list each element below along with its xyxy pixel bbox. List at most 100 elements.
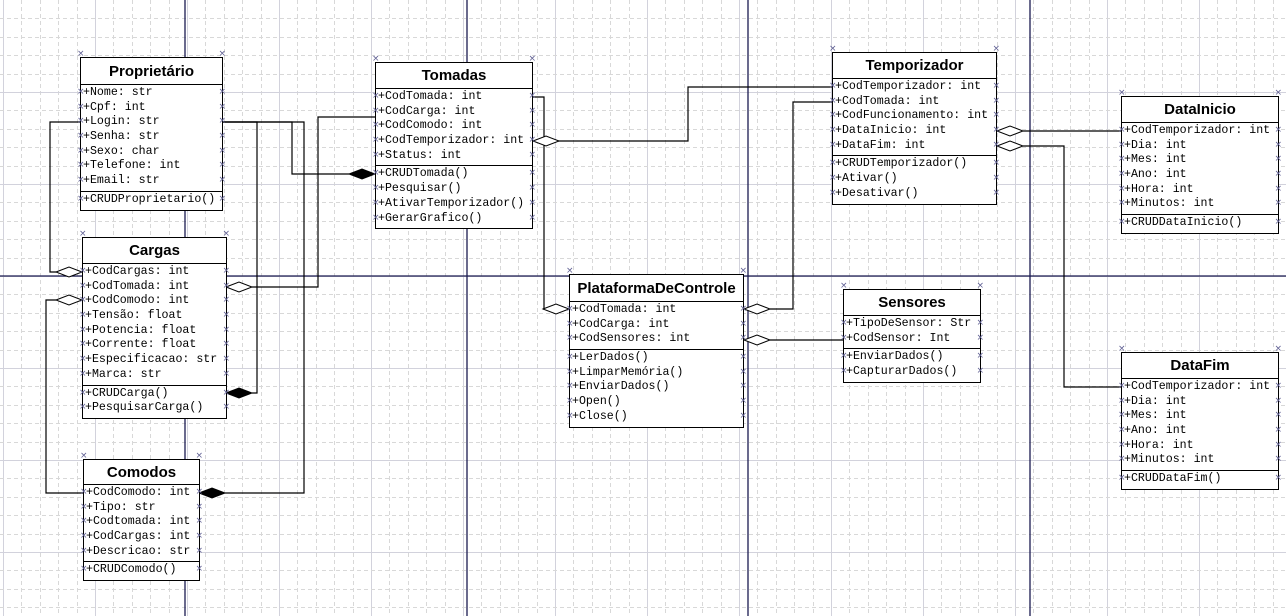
method: +Ativar() — [829, 171, 1000, 187]
connector-line[interactable] — [222, 121, 305, 494]
attribute: +CodFuncionamento: int — [829, 108, 1000, 124]
class-name: Temporizador — [829, 44, 1000, 79]
association-tomadas-plataforma[interactable] — [533, 96, 571, 315]
class-name: PlataformaDeControle — [566, 266, 747, 302]
method: +Desativar() — [829, 186, 1000, 202]
connector-line[interactable] — [1023, 145, 1121, 388]
attribute: +Tensão: float — [79, 308, 230, 324]
aggregation-diamond-icon — [995, 140, 1025, 152]
attribute: +Senha: str — [77, 129, 226, 145]
attribute: +CodCargas: int — [79, 264, 230, 280]
methods-section: +CRUDProprietario() — [77, 192, 226, 210]
attribute: +Minutos: int — [1118, 452, 1282, 468]
attribute: +CodSensores: int — [566, 331, 747, 347]
composition-diamond-icon — [224, 387, 254, 399]
method: +CapturarDados() — [840, 364, 984, 380]
method: +EnviarDados() — [840, 349, 984, 365]
attribute: +Login: str — [77, 114, 226, 130]
class-datainicio[interactable]: DataInicio +CodTemporizador: int +Dia: i… — [1118, 88, 1282, 234]
attribute: +CodTemporizador: int — [829, 79, 1000, 95]
connector-line[interactable] — [252, 116, 375, 288]
association-sensores-plataforma[interactable] — [742, 334, 843, 346]
attribute: +Minutos: int — [1118, 196, 1282, 212]
connector-line[interactable] — [222, 121, 349, 175]
aggregation-diamond-icon — [531, 135, 561, 147]
class-comodos[interactable]: Comodos +CodComodo: int +Tipo: str +Codt… — [80, 451, 203, 582]
method: +CRUDTomada() — [372, 166, 536, 182]
attribute: +Nome: str — [77, 85, 226, 101]
attribute: +Mes: int — [1118, 152, 1282, 168]
association-tomadas-cargas[interactable] — [224, 116, 375, 293]
class-datafim[interactable]: DataFim +CodTemporizador: int +Dia: int … — [1118, 344, 1282, 490]
connector-line[interactable] — [45, 299, 83, 494]
association-temporizador-tomadas[interactable] — [531, 86, 832, 147]
methods-section: +EnviarDados() +CapturarDados() — [840, 349, 984, 381]
class-name: Sensores — [840, 281, 984, 316]
attribute: +CodTemporizador: int — [372, 133, 536, 149]
connector-line[interactable] — [770, 101, 832, 310]
class-sensores[interactable]: Sensores +TipoDeSensor: Str +CodSensor: … — [840, 281, 984, 383]
association-temporizador-plataforma[interactable] — [742, 101, 832, 315]
attributes-section: +CodTomada: int +CodCarga: int +CodSenso… — [566, 302, 747, 351]
class-name: DataFim — [1118, 344, 1282, 379]
association-datafim-temporizador[interactable] — [995, 140, 1121, 388]
attribute: +CodTomada: int — [566, 302, 747, 318]
attribute: +CodCarga: int — [566, 317, 747, 333]
method: +LimparMemória() — [566, 365, 747, 381]
methods-section: +CRUDTemporizador() +Ativar() +Desativar… — [829, 156, 1000, 203]
attribute: +Dia: int — [1118, 394, 1282, 410]
attribute: +CodComodo: int — [372, 118, 536, 134]
class-name: Proprietário — [77, 49, 226, 85]
attributes-section: +CodTemporizador: int +Dia: int +Mes: in… — [1118, 379, 1282, 472]
attribute: +DataInicio: int — [829, 123, 1000, 139]
association-datainicio-temporizador[interactable] — [995, 125, 1121, 137]
attribute: +CodTomada: int — [829, 94, 1000, 110]
attribute: +Mes: int — [1118, 408, 1282, 424]
attribute: +CodCargas: int — [80, 529, 203, 545]
attribute: +CodSensor: Int — [840, 331, 984, 347]
attribute: +DataFim: int — [829, 138, 1000, 154]
class-temporizador[interactable]: Temporizador +CodTemporizador: int +CodT… — [829, 44, 1000, 205]
class-cargas[interactable]: Cargas +CodCargas: int +CodTomada: int +… — [79, 229, 230, 419]
method: +Open() — [566, 394, 747, 410]
attribute: +Codtomada: int — [80, 514, 203, 530]
attribute: +CodComodo: int — [80, 485, 203, 501]
attribute: +Ano: int — [1118, 167, 1282, 183]
method: +GerarGrafico() — [372, 211, 536, 227]
method: +EnviarDados() — [566, 379, 747, 395]
method: +CRUDTemporizador() — [829, 156, 1000, 172]
class-proprietario[interactable]: Proprietário +Nome: str +Cpf: int +Login… — [77, 49, 226, 211]
methods-section: +CRUDComodo() — [80, 562, 203, 580]
method: +PesquisarCarga() — [79, 400, 230, 416]
method: +AtivarTemporizador() — [372, 196, 536, 212]
methods-section: +LerDados() +LimparMemória() +EnviarDado… — [566, 350, 747, 426]
methods-section: +CRUDCarga() +PesquisarCarga() — [79, 386, 230, 418]
class-tomadas[interactable]: Tomadas +CodTomada: int +CodCarga: int +… — [372, 54, 536, 230]
method: +LerDados() — [566, 350, 747, 366]
attributes-section: +CodTomada: int +CodCarga: int +CodComod… — [372, 89, 536, 167]
attribute: +CodTomada: int — [79, 279, 230, 295]
method: +CRUDProprietario() — [77, 192, 226, 208]
attributes-section: +CodTemporizador: int +Dia: int +Mes: in… — [1118, 123, 1282, 216]
association-proprietario-comodos[interactable] — [197, 121, 305, 499]
attribute: +TipoDeSensor: Str — [840, 316, 984, 332]
attribute: +Especificacao: str — [79, 352, 230, 368]
association-comodos-cargas-codcomodo[interactable] — [45, 294, 84, 494]
aggregation-diamond-icon — [742, 303, 772, 315]
association-proprietario-tomadas[interactable] — [222, 121, 377, 180]
method: +CRUDCarga() — [79, 386, 230, 402]
aggregation-diamond-icon — [224, 281, 254, 293]
class-plataformadecontrole[interactable]: PlataformaDeControle +CodTomada: int +Co… — [566, 266, 747, 428]
method: +Pesquisar() — [372, 181, 536, 197]
attribute: +Telefone: int — [77, 158, 226, 174]
connector-line[interactable] — [558, 86, 832, 142]
methods-section: +CRUDTomada() +Pesquisar() +AtivarTempor… — [372, 166, 536, 228]
attributes-section: +CodComodo: int +Tipo: str +Codtomada: i… — [80, 485, 203, 563]
attributes-section: +Nome: str +Cpf: int +Login: str +Senha:… — [77, 85, 226, 192]
attribute: +Descricao: str — [80, 544, 203, 560]
class-name: Comodos — [80, 451, 203, 485]
attribute: +Status: int — [372, 148, 536, 164]
connector-line[interactable] — [49, 121, 80, 273]
attributes-section: +CodCargas: int +CodTomada: int +CodComo… — [79, 264, 230, 386]
